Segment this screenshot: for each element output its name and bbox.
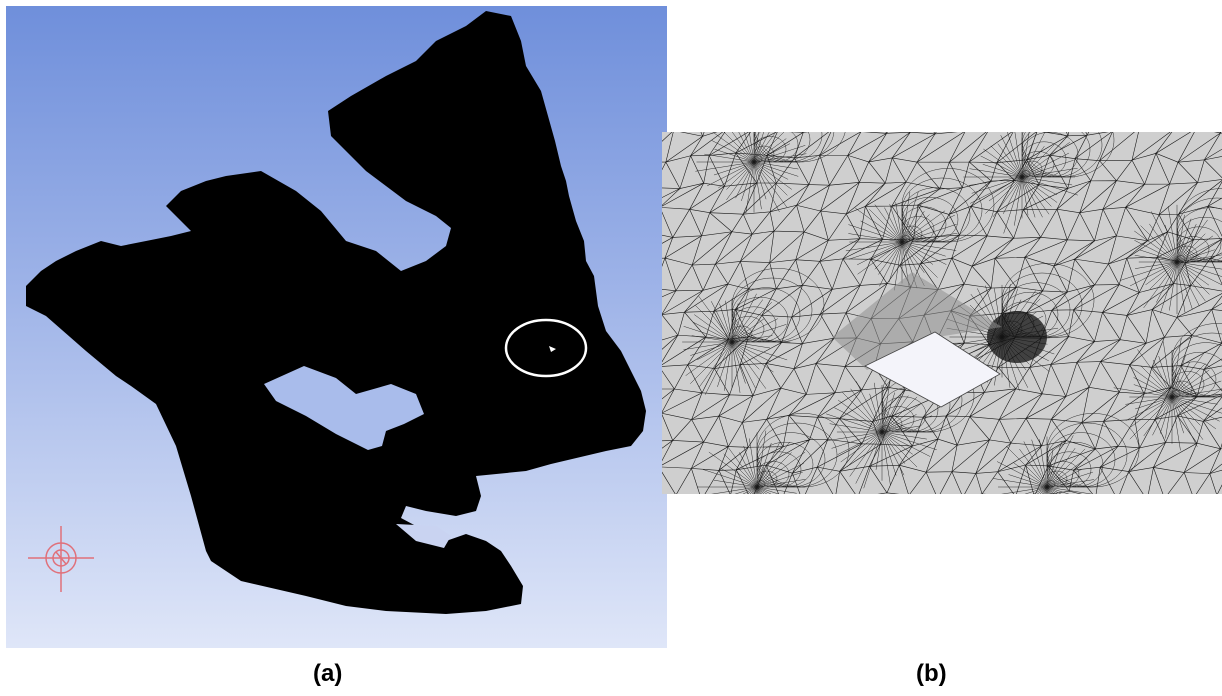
mesh-refinement-cluster	[845, 168, 995, 291]
geometry-notch	[396, 524, 451, 548]
opening-wall	[832, 272, 1002, 370]
mesh-refinement-cluster	[826, 358, 975, 489]
mesh-refinement-cluster	[682, 268, 825, 395]
mesh-refinement-cluster	[697, 413, 850, 494]
mesh-edges	[662, 132, 1222, 494]
building-geometry	[26, 11, 646, 614]
geometry-main-mass	[26, 11, 646, 614]
mesh-dense-region	[987, 311, 1047, 363]
mesh-refinement-cluster	[963, 132, 1115, 234]
highlight-circle	[504, 318, 588, 378]
highlighted-feature	[549, 346, 556, 352]
mesh-refinement-cluster	[993, 413, 1140, 494]
mesh-refinement-cluster	[1120, 188, 1222, 315]
crosshair-triad-icon	[28, 526, 94, 592]
geometry-canvas	[26, 11, 646, 614]
caption-a: (a)	[313, 660, 343, 687]
geometry-courtyard-opening	[264, 366, 424, 450]
mesh-canvas	[662, 132, 1222, 494]
geometry-viewport[interactable]	[6, 6, 667, 648]
mesh-refinement-cluster	[1113, 323, 1222, 451]
caption-b: (b)	[916, 660, 947, 687]
mesh-view[interactable]	[662, 132, 1222, 494]
rectangular-opening	[864, 331, 1001, 408]
mesh-refinement-cluster	[695, 132, 846, 214]
